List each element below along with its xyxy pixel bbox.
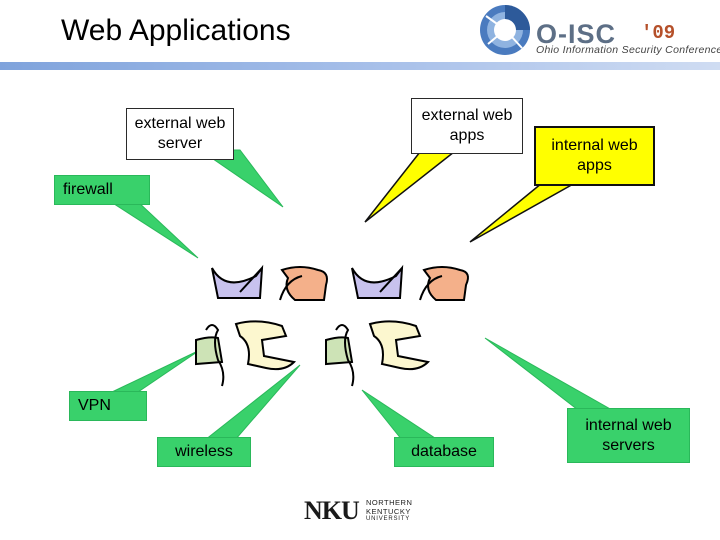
nku-line-3: UNIVERSITY <box>366 516 411 522</box>
callout-database: database <box>394 437 494 467</box>
globe-icon <box>480 5 530 55</box>
callout-external-web-apps: external web apps <box>411 98 523 154</box>
pointer-firewall <box>106 199 199 259</box>
pointer-external-web-apps <box>364 151 457 223</box>
nku-logo: NKU NORTHERN KENTUCKY UNIVERSITY <box>304 494 416 526</box>
puzzle-piece-orange-2 <box>419 266 469 301</box>
pointer-internal-web-apps <box>469 182 578 243</box>
logo-subtitle: Ohio Information Security Conference <box>536 44 720 56</box>
header-band <box>0 62 720 70</box>
puzzle-piece-green-1 <box>195 324 225 387</box>
puzzle-piece-cream-2 <box>368 320 431 371</box>
nku-line-1: NORTHERN <box>366 498 413 507</box>
pointer-wireless <box>203 364 301 441</box>
puzzle-piece-cream-1 <box>234 320 297 371</box>
pointer-internal-web-servers <box>484 337 614 411</box>
logo-year-text: '09 <box>641 22 676 44</box>
page-title: Web Applications <box>61 14 291 47</box>
puzzle-piece-orange-1 <box>279 266 328 301</box>
callout-wireless: wireless <box>157 437 251 467</box>
callout-firewall: firewall <box>54 175 150 205</box>
puzzle-piece-purple-2 <box>351 264 404 299</box>
callout-vpn: VPN <box>69 391 147 421</box>
callout-internal-web-servers: internal web servers <box>567 408 690 463</box>
nku-line-2: KENTUCKY <box>366 507 411 516</box>
pointer-vpn <box>111 349 201 393</box>
callout-external-web-server: external web server <box>126 108 234 160</box>
callout-internal-web-apps: internal web apps <box>534 126 655 186</box>
puzzle-piece-purple-1 <box>211 264 264 299</box>
pointer-database <box>361 389 440 441</box>
nku-mark: NKU <box>304 496 360 525</box>
logo-main-text: O-ISC <box>536 19 617 49</box>
o-isc-logo: O-ISC '09 Ohio Information Security Conf… <box>478 2 720 58</box>
puzzle-piece-green-2 <box>325 324 355 387</box>
